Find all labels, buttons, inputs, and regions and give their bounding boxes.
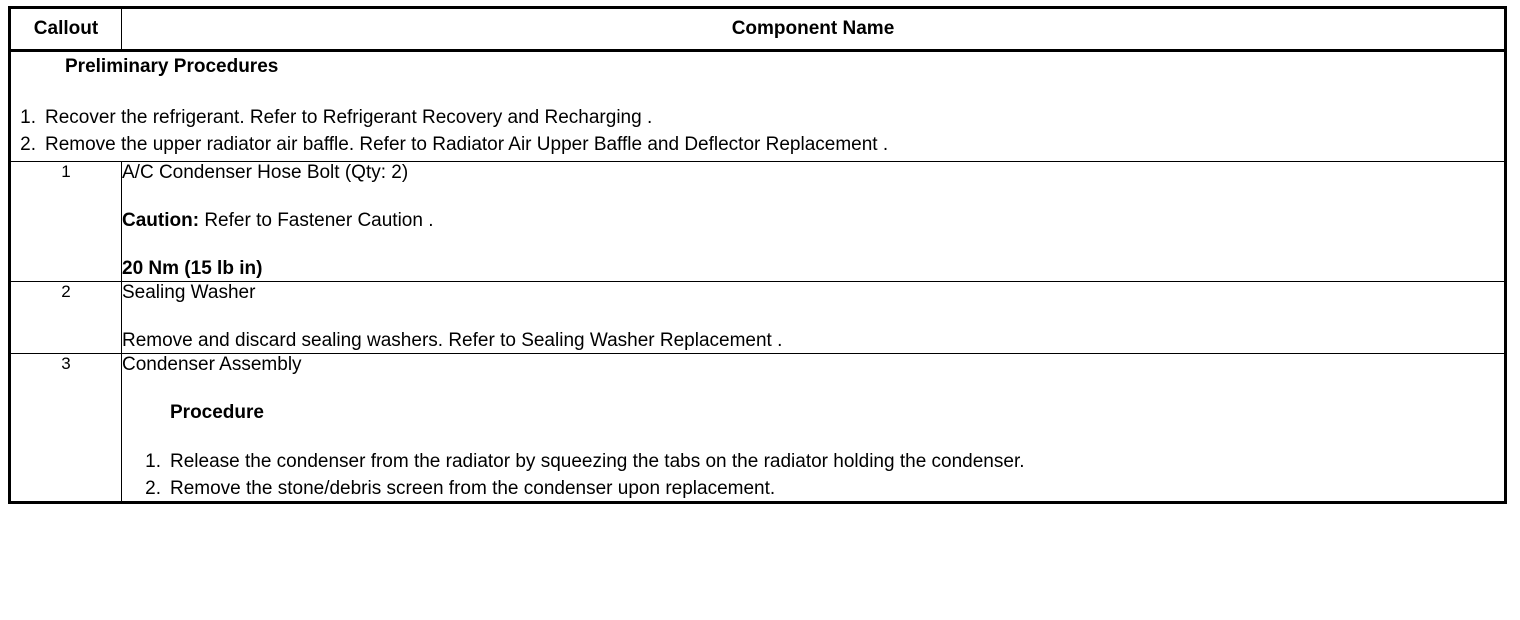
component-callout-table: Callout Component Name Preliminary Proce…: [8, 6, 1507, 504]
procedure-list: 1. Release the condenser from the radiat…: [122, 450, 1504, 501]
list-item-text: Release the condenser from the radiator …: [170, 451, 1025, 473]
list-item-number: 2.: [20, 133, 36, 155]
table-row: 2 Sealing Washer Remove and discard seal…: [9, 280, 1506, 354]
list-item: 2. Remove the stone/debris screen from t…: [122, 477, 1504, 501]
list-item: 2. Remove the upper radiator air baffle.…: [11, 133, 1504, 157]
list-item: 1. Recover the refrigerant. Refer to Ref…: [11, 106, 1504, 130]
callout-number-cell: 3: [9, 352, 122, 503]
preliminary-procedures-row: Preliminary Procedures 1. Recover the re…: [9, 50, 1506, 162]
component-title: A/C Condenser Hose Bolt (Qty: 2): [122, 161, 409, 183]
component-note: Remove and discard sealing washers. Refe…: [122, 330, 783, 352]
list-item-number: 1.: [20, 107, 36, 128]
component-title: Sealing Washer: [122, 281, 256, 303]
preliminary-procedures-list: 1. Recover the refrigerant. Refer to Ref…: [11, 106, 1504, 157]
table-row: 3 Condenser Assembly Procedure 1. Releas…: [9, 352, 1506, 503]
preliminary-procedures-heading: Preliminary Procedures: [65, 56, 279, 77]
list-item-number: 2.: [145, 478, 161, 500]
table-row: 1 A/C Condenser Hose Bolt (Qty: 2) Cauti…: [9, 160, 1506, 282]
list-item-text: Remove the upper radiator air baffle. Re…: [45, 133, 889, 155]
list-item-number: 1.: [145, 451, 161, 473]
callout-number-cell: 2: [9, 280, 122, 354]
caution-label: Caution:: [122, 209, 200, 231]
column-header-callout: Callout: [9, 7, 122, 52]
component-description-cell: A/C Condenser Hose Bolt (Qty: 2) Caution…: [121, 160, 1506, 282]
column-header-component-name: Component Name: [121, 7, 1506, 52]
list-item: 1. Release the condenser from the radiat…: [122, 450, 1504, 474]
procedure-heading: Procedure: [170, 401, 264, 423]
component-description-cell: Sealing Washer Remove and discard sealin…: [121, 280, 1506, 354]
component-title: Condenser Assembly: [122, 353, 302, 375]
list-item-text: Remove the stone/debris screen from the …: [170, 478, 776, 500]
preliminary-procedures-cell: Preliminary Procedures 1. Recover the re…: [9, 50, 1506, 162]
caution-text: Refer to Fastener Caution .: [199, 209, 434, 231]
table-header-row: Callout Component Name: [9, 7, 1506, 52]
caution-note: Caution: Refer to Fastener Caution .: [122, 210, 1504, 232]
list-item-text: Recover the refrigerant. Refer to Refrig…: [45, 107, 653, 128]
component-description-cell: Condenser Assembly Procedure 1. Release …: [121, 352, 1506, 503]
torque-spec: 20 Nm (15 lb in): [122, 258, 263, 280]
callout-number-cell: 1: [9, 160, 122, 282]
